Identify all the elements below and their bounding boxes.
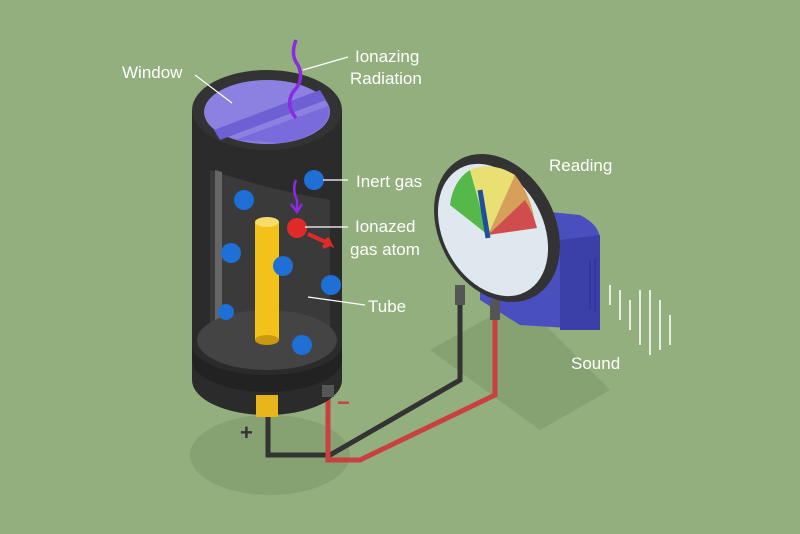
label-inert-gas: Inert gas bbox=[356, 172, 423, 191]
label-sound: Sound bbox=[571, 354, 621, 373]
label-tube: Tube bbox=[368, 297, 407, 316]
radiation-wave-icon bbox=[287, 39, 303, 120]
minus-sign: − bbox=[337, 390, 350, 415]
plus-sign: + bbox=[240, 420, 253, 445]
red-wire bbox=[325, 315, 498, 463]
meter bbox=[434, 153, 600, 330]
sound-wave-icon bbox=[609, 285, 671, 355]
label-radiation-2: Radiation bbox=[350, 69, 422, 88]
gas-atoms bbox=[218, 170, 341, 355]
label-ionized-2: gas atom bbox=[350, 240, 420, 259]
radiation-arrow-icon bbox=[290, 179, 304, 215]
label-radiation-1: Ionazing bbox=[355, 47, 420, 66]
anode-terminal bbox=[256, 395, 278, 417]
label-leaders bbox=[194, 56, 366, 306]
ionized-atom bbox=[287, 218, 307, 238]
label-ionized-1: Ionazed bbox=[355, 217, 416, 236]
cathode-terminal bbox=[322, 385, 334, 397]
label-window: Window bbox=[122, 63, 183, 82]
ion-arrow-icon bbox=[307, 232, 335, 249]
anode-rod bbox=[255, 217, 279, 345]
gauge-needle bbox=[477, 189, 491, 239]
label-reading: Reading bbox=[549, 156, 613, 175]
meter-shadow bbox=[430, 300, 610, 430]
